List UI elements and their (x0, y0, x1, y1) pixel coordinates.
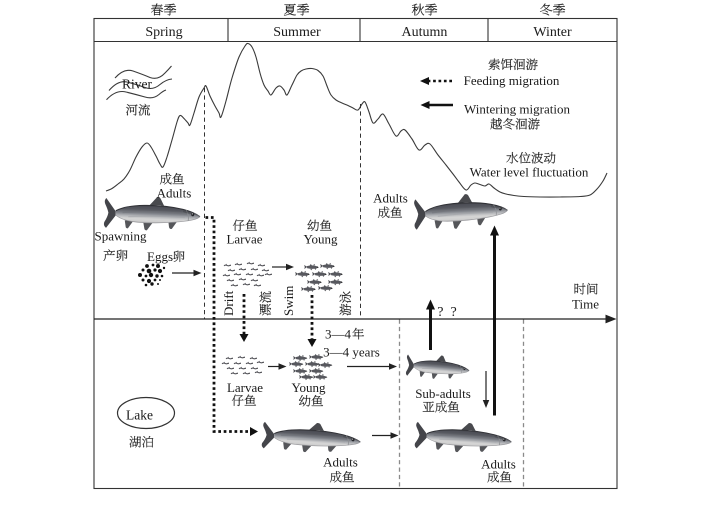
svg-text:Sub-adults: Sub-adults (415, 386, 471, 401)
svg-text:Adults: Adults (481, 457, 516, 472)
svg-text:Drift: Drift (221, 290, 236, 316)
svg-text:3—4: 3—4 (325, 327, 352, 342)
svg-text:Time: Time (572, 297, 599, 312)
svg-text:Lake: Lake (126, 408, 153, 423)
svg-text:Wintering migration: Wintering migration (464, 102, 570, 117)
svg-text:Young: Young (303, 232, 338, 247)
svg-text:Winter: Winter (533, 25, 572, 40)
svg-text:Water level fluctuation: Water level fluctuation (470, 165, 589, 180)
svg-text:Adults: Adults (323, 455, 358, 470)
svg-text:Eggs: Eggs (147, 249, 173, 264)
svg-text:Larvae: Larvae (226, 232, 262, 247)
svg-text:River: River (122, 77, 152, 92)
svg-text:? ?: ? ? (437, 305, 456, 320)
svg-text:Larvae: Larvae (227, 380, 263, 395)
svg-text:Spawning: Spawning (95, 229, 148, 244)
svg-text:Feeding migration: Feeding migration (464, 73, 560, 88)
svg-text:Swim: Swim (281, 286, 296, 316)
svg-text:Adults: Adults (373, 191, 408, 206)
svg-text:Adults: Adults (157, 186, 192, 201)
svg-text:3—4 years: 3—4 years (323, 345, 380, 360)
svg-text:Spring: Spring (145, 25, 182, 40)
svg-text:Autumn: Autumn (402, 25, 448, 40)
svg-text:Young: Young (291, 380, 326, 395)
svg-text:Summer: Summer (273, 25, 321, 40)
